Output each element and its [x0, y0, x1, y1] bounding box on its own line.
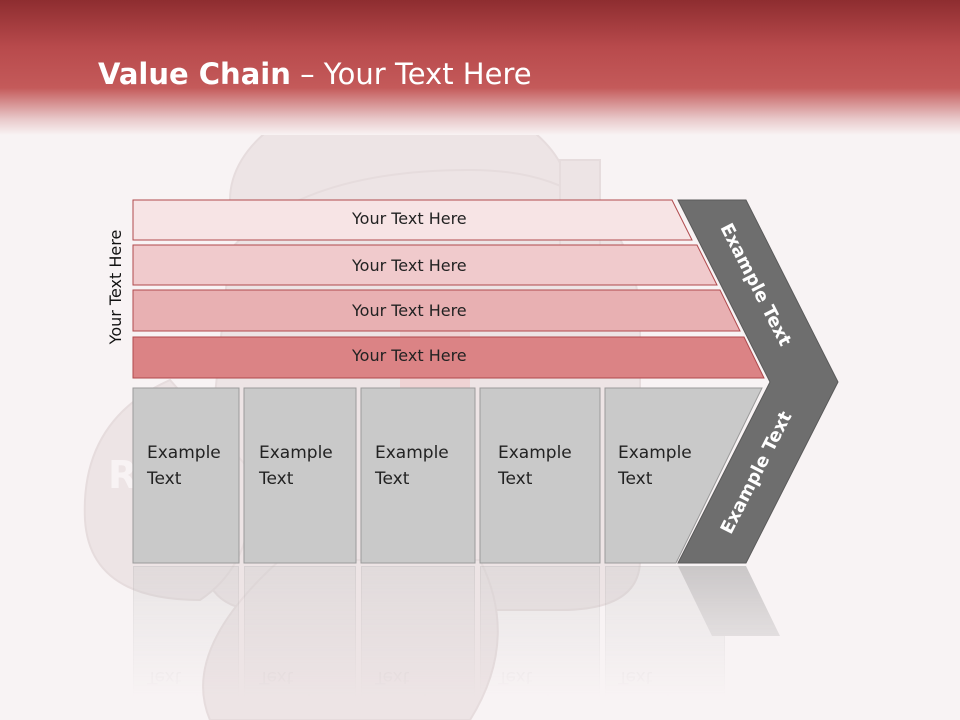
reflection-label-2-line2: Text — [259, 667, 294, 687]
row-bar-4[interactable] — [132, 336, 765, 379]
row-bar-1[interactable] — [132, 199, 693, 241]
reflection-label-5-line2: Text — [618, 667, 653, 687]
reflection-label-2-line1: Example — [259, 693, 333, 713]
column-label-1-line2: Text — [147, 469, 182, 489]
chevron-arrow[interactable] — [677, 199, 839, 564]
reflection-label-3-line1: Example — [375, 693, 449, 713]
reflection-label-4-line2: Text — [498, 667, 533, 687]
title-bold: Value Chain — [98, 57, 291, 91]
column-label-5-line2: Text — [618, 469, 653, 489]
column-label-3-line2: Text — [375, 469, 410, 489]
reflection-label-4-line1: Example — [498, 693, 572, 713]
row-label-3: Your Text Here — [352, 301, 467, 320]
reflection-label-1-line1: Example — [147, 693, 221, 713]
reflection-label-3-line2: Text — [375, 667, 410, 687]
title-rest: – Your Text Here — [290, 57, 532, 91]
row-label-2: Your Text Here — [352, 256, 467, 275]
row-bar-3[interactable] — [132, 289, 741, 332]
row-label-1: Your Text Here — [352, 209, 467, 228]
column-box-2[interactable] — [243, 387, 357, 564]
diagram-reflection: Example Text Example Text Example Text Exam… — [0, 566, 960, 720]
svg-text:R: R — [108, 453, 137, 497]
column-label-2-line2: Text — [259, 469, 294, 489]
column-label-1-line1: Example — [147, 443, 221, 463]
page-title: Value Chain – Your Text Here — [98, 52, 532, 96]
side-label: Your Text Here — [106, 229, 125, 345]
column-box-4[interactable] — [479, 387, 601, 564]
column-label-3-line1: Example — [375, 443, 449, 463]
column-label-5-line1: Example — [618, 443, 692, 463]
column-box-5[interactable] — [604, 387, 763, 564]
reflection-label-5-line1: Example — [618, 693, 692, 713]
column-label-4-line1: Example — [498, 443, 572, 463]
title-banner — [0, 0, 960, 135]
row-label-4: Your Text Here — [352, 346, 467, 365]
column-label-2-line1: Example — [259, 443, 333, 463]
column-box-1[interactable] — [132, 387, 240, 564]
column-label-4-line2: Text — [498, 469, 533, 489]
reflection-label-1-line2: Text — [147, 667, 182, 687]
row-bar-2[interactable] — [132, 244, 718, 286]
column-box-3[interactable] — [360, 387, 476, 564]
